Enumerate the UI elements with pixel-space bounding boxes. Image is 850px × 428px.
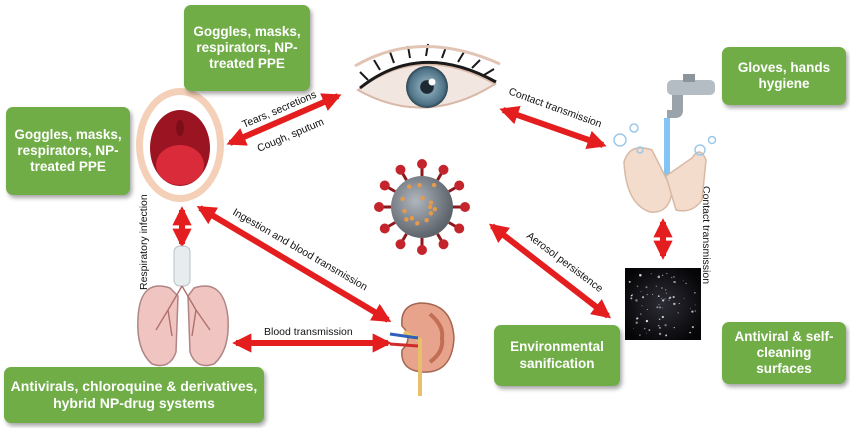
label-contact-hand-surface: Contact transmission <box>700 186 712 284</box>
label-respiratory: Respiratory infection <box>138 194 150 290</box>
handwashing-illustration <box>613 74 717 213</box>
arrow-mouth-eye <box>226 93 342 146</box>
box-environmental-sanification: Environmental sanification <box>494 325 620 386</box>
lungs-illustration <box>137 245 229 367</box>
label-ingestion: Ingestion and blood transmission <box>231 206 370 293</box>
arrow-mouth-kidney <box>196 205 392 323</box>
box-mouth-protection: Goggles, masks, respirators, NP-treated … <box>6 107 130 195</box>
kidney-illustration <box>389 302 455 396</box>
mouth-illustration <box>136 88 224 202</box>
arrow-eye-hand <box>499 106 607 149</box>
eye-illustration <box>354 43 501 109</box>
box-gloves-hygiene: Gloves, hands hygiene <box>722 47 846 105</box>
label-contact-eye-hand: Contact transmission <box>507 86 603 131</box>
virus-illustration <box>374 159 470 255</box>
box-antiviral-surfaces: Antiviral & self-cleaning surfaces <box>722 322 846 384</box>
surface-particles-illustration <box>625 268 701 340</box>
label-blood: Blood transmission <box>264 326 353 338</box>
box-drugs: Antivirals, chloroquine & derivatives, h… <box>4 367 264 423</box>
arrow-virus-surface <box>488 223 612 319</box>
box-eye-protection: Goggles, masks, respirators, NP-treated … <box>184 5 310 91</box>
